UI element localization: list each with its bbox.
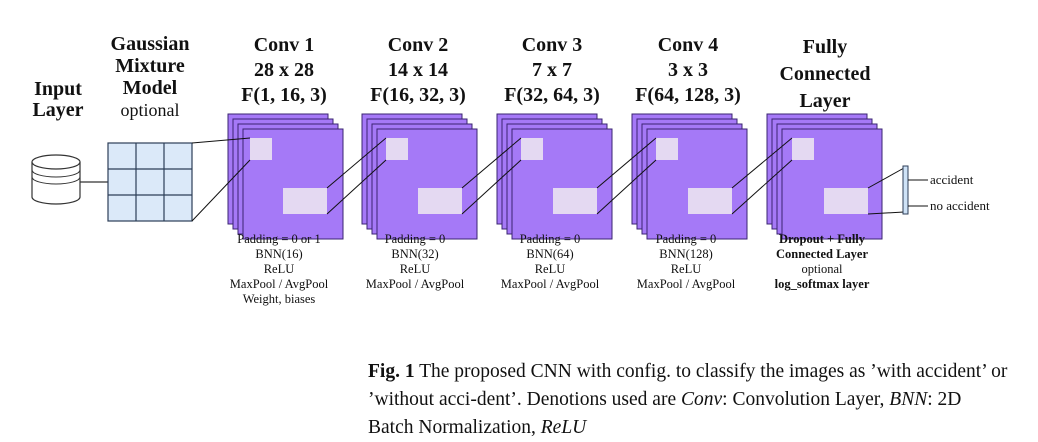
gmm-label-line3: Model xyxy=(123,77,178,99)
conv2-filter: F(16, 32, 3) xyxy=(370,84,466,106)
conv1-feature-maps xyxy=(227,113,344,240)
conv4-note: ReLU xyxy=(671,262,702,276)
fc-feature-maps xyxy=(766,113,883,240)
output-accident-label: accident xyxy=(930,172,974,187)
caption-text: : 2D Batch Normalization, xyxy=(368,389,962,438)
conv1-note: Weight, biases xyxy=(243,292,316,306)
caption-text: The proposed CNN with config. to classif… xyxy=(368,361,1008,410)
conv4-notes: Padding = 0 BNN(128) ReLU MaxPool / AvgP… xyxy=(637,232,736,291)
conv3-feature-maps xyxy=(496,113,613,240)
layer-connection-lines xyxy=(191,137,905,222)
cnn-architecture-diagram: Input Layer Gaussian Mixture Model optio… xyxy=(31,33,990,306)
conv4-filter: F(64, 128, 3) xyxy=(635,84,741,106)
fc-note: Dropout + Fully xyxy=(779,232,866,246)
conv2-size: 14 x 14 xyxy=(388,59,448,81)
conv4-title: Conv 4 xyxy=(658,34,719,56)
conv3-filter: F(32, 64, 3) xyxy=(504,84,600,106)
fc-kernel-patch xyxy=(792,138,814,160)
conv2-feature-maps xyxy=(361,113,478,240)
gmm-label-line1: Gaussian xyxy=(111,33,190,55)
conv1-kernel-patch xyxy=(250,138,272,160)
conv1-note: BNN(16) xyxy=(255,247,302,261)
fc-title-line1: Fully xyxy=(803,36,847,58)
conv3-note: Padding = 0 xyxy=(520,232,581,246)
fc-title-line2: Connected xyxy=(779,63,870,85)
conv3-kernel-patch xyxy=(521,138,543,160)
conv4-note: Padding = 0 xyxy=(656,232,717,246)
gmm-label-line2: Mixture xyxy=(115,55,185,77)
conv3-note: ReLU xyxy=(535,262,566,276)
fc-title-line3: Layer xyxy=(799,90,850,112)
conv2-note: Padding = 0 xyxy=(385,232,446,246)
conv1-output-patch xyxy=(283,188,327,214)
input-layer-label-line2: Layer xyxy=(32,99,83,121)
conv1-note: ReLU xyxy=(264,262,295,276)
caption-text: : Convolution Layer, xyxy=(722,389,890,410)
conv2-output-patch xyxy=(418,188,462,214)
fc-notes: Dropout + Fully Connected Layer optional… xyxy=(775,232,870,291)
figure-caption: Fig. 1 The proposed CNN with config. to … xyxy=(368,358,1008,442)
figure-number: Fig. 1 xyxy=(368,361,415,382)
conv4-output-patch xyxy=(688,188,732,214)
caption-term-bnn: BNN xyxy=(889,389,928,410)
conv1-note: MaxPool / AvgPool xyxy=(230,277,329,291)
conv3-title: Conv 3 xyxy=(522,34,583,56)
conv2-note: ReLU xyxy=(400,262,431,276)
conv2-note: MaxPool / AvgPool xyxy=(366,277,465,291)
output-no-accident-label: no accident xyxy=(930,198,990,213)
gmm-label-line4: optional xyxy=(121,100,180,120)
fc-note: log_softmax layer xyxy=(775,277,870,291)
conv4-feature-maps xyxy=(631,113,748,240)
conv4-note: MaxPool / AvgPool xyxy=(637,277,736,291)
caption-term-conv: Conv xyxy=(680,389,723,410)
fc-note: optional xyxy=(802,262,843,276)
conv3-notes: Padding = 0 BNN(64) ReLU MaxPool / AvgPo… xyxy=(501,232,600,291)
conv2-note: BNN(32) xyxy=(391,247,438,261)
conv3-size: 7 x 7 xyxy=(532,59,572,81)
input-layer-label-line1: Input xyxy=(34,78,82,100)
database-icon xyxy=(31,154,81,205)
conv1-notes: Padding = 0 or 1 BNN(16) ReLU MaxPool / … xyxy=(230,232,329,306)
fc-output-patch xyxy=(824,188,868,214)
conv1-filter: F(1, 16, 3) xyxy=(241,84,327,106)
conv4-note: BNN(128) xyxy=(659,247,712,261)
output-vector xyxy=(902,165,909,215)
conv4-size: 3 x 3 xyxy=(668,59,708,81)
conv3-output-patch xyxy=(553,188,597,214)
conv2-kernel-patch xyxy=(386,138,408,160)
conv1-size: 28 x 28 xyxy=(254,59,314,81)
caption-term-relu: ReLU xyxy=(540,417,587,438)
conv2-title: Conv 2 xyxy=(388,34,449,56)
conv1-title: Conv 1 xyxy=(254,34,315,56)
conv1-note: Padding = 0 or 1 xyxy=(237,232,320,246)
conv2-notes: Padding = 0 BNN(32) ReLU MaxPool / AvgPo… xyxy=(366,232,465,291)
conv3-note: BNN(64) xyxy=(526,247,573,261)
fc-note: Connected Layer xyxy=(776,247,868,261)
gmm-grid xyxy=(107,142,193,222)
conv4-kernel-patch xyxy=(656,138,678,160)
conv3-note: MaxPool / AvgPool xyxy=(501,277,600,291)
